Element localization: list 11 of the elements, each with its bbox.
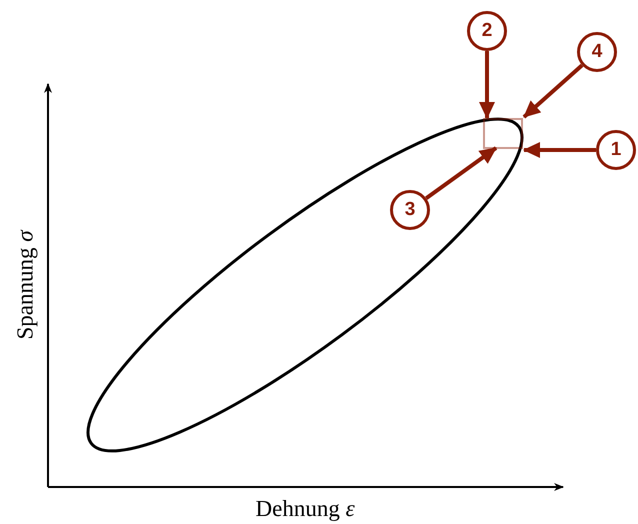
callout-number: 2 bbox=[467, 11, 507, 51]
callout-number: 1 bbox=[596, 130, 636, 170]
callout-number: 4 bbox=[577, 32, 617, 72]
highlight-box bbox=[482, 118, 522, 148]
callout-arrow bbox=[523, 142, 596, 158]
callout-arrow bbox=[425, 146, 498, 200]
x-axis-title: Dehnung ε bbox=[256, 496, 355, 522]
y-axis-title: Spannung σ bbox=[12, 230, 38, 340]
callout-arrow bbox=[522, 64, 584, 118]
callout-arrow bbox=[479, 51, 495, 119]
callout-number: 3 bbox=[390, 190, 430, 230]
